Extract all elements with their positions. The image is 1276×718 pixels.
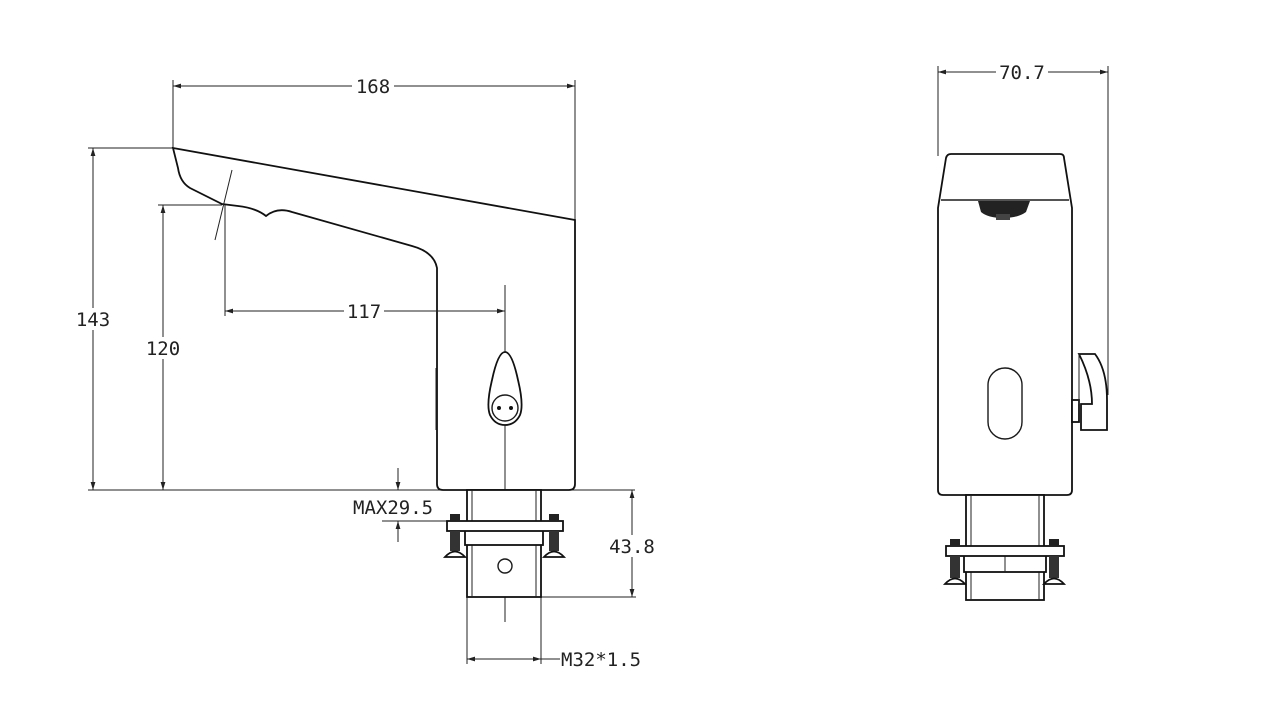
aerator-icon <box>978 201 1030 220</box>
temperature-handle-front <box>1077 353 1108 431</box>
dimension-total-height: 143 <box>76 309 110 331</box>
temperature-handle <box>487 351 523 426</box>
handle-stem <box>1071 399 1080 423</box>
dimension-total-length: 168 <box>356 76 390 98</box>
mounting-bolt <box>442 514 468 558</box>
mounting-plate <box>945 545 1065 557</box>
water-outlet-axis <box>214 169 233 241</box>
faucet-spout-body <box>171 146 576 491</box>
handle-dot <box>509 406 513 410</box>
hose-hole <box>497 558 513 574</box>
mounting-bolt <box>1041 539 1067 585</box>
dimension-max-deck-thickness: MAX29.5 <box>353 497 433 519</box>
dimension-spout-reach: 117 <box>347 301 381 323</box>
shank <box>446 489 564 598</box>
dimension-width: 70.7 <box>999 62 1045 84</box>
sensor-window <box>987 367 1023 440</box>
lock-nut <box>464 529 544 546</box>
mounting-plate <box>446 520 564 532</box>
handle-cap <box>491 394 519 422</box>
side-view: 168 117 143 120 MAX29.5 43.8 M32*1.5 <box>74 74 659 671</box>
dimension-shank-length: 43.8 <box>609 536 655 558</box>
handle-dot <box>497 406 501 410</box>
mounting-bolt <box>942 539 968 585</box>
mounting-bolt <box>541 514 567 558</box>
shank-front <box>945 494 1065 601</box>
front-view: 70.7 <box>937 60 1109 601</box>
dimension-thread: M32*1.5 <box>561 649 641 671</box>
faucet-body-front <box>937 153 1073 496</box>
dimension-spout-height: 120 <box>146 338 180 360</box>
